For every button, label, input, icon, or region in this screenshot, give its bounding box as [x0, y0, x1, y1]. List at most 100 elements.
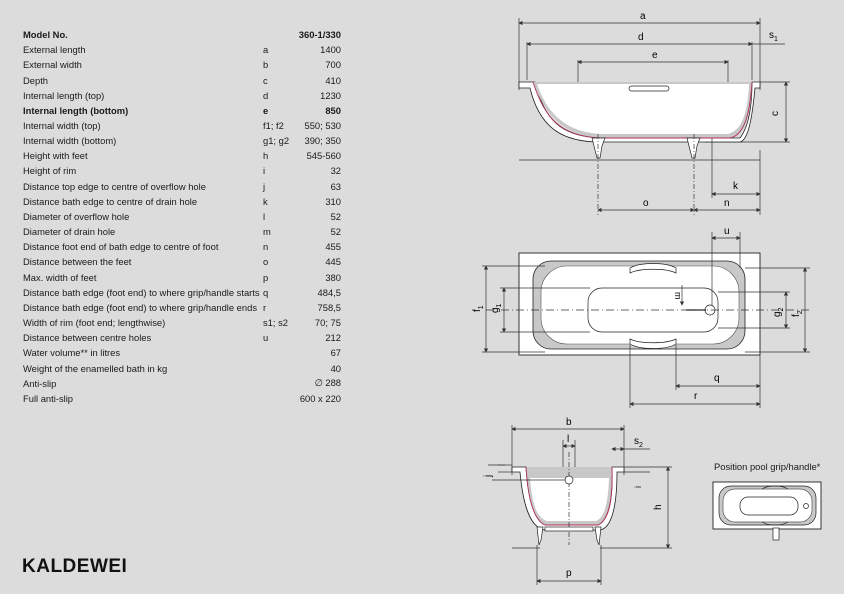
- spec-value: 40: [330, 362, 341, 374]
- spec-row: Weight of the enamelled bath in kg 40: [23, 360, 341, 375]
- spec-value: 1400: [320, 44, 341, 56]
- side-view: [518, 18, 790, 215]
- spec-symbol: k: [263, 195, 268, 207]
- spec-row: Distance bath edge (foot end) to where g…: [23, 285, 341, 300]
- spec-row: Height of rim i 32: [23, 163, 341, 178]
- grip-position-title: Position pool grip/handle*: [714, 461, 821, 472]
- spec-symbol: o: [263, 256, 269, 268]
- spec-value: 410: [325, 74, 341, 86]
- spec-value: 32: [330, 165, 341, 177]
- dim-m-label: m: [673, 292, 683, 300]
- dim-i-label: i: [633, 486, 643, 488]
- dim-q-label: q: [714, 373, 720, 384]
- spec-label: Internal width (bottom): [23, 135, 117, 147]
- spec-value: 455: [325, 241, 341, 253]
- spec-label: Distance bath edge (foot end) to where g…: [23, 301, 258, 313]
- spec-symbol: n: [263, 241, 269, 253]
- spec-row: Anti-slip ∅ 288: [23, 376, 341, 391]
- dim-f2-label: f2: [791, 310, 804, 317]
- spec-label: Diameter of drain hole: [23, 226, 116, 238]
- spec-label: Distance between the feet: [23, 256, 132, 268]
- dim-k-label: k: [733, 181, 739, 192]
- spec-label: Distance bath edge (foot end) to where g…: [23, 286, 260, 298]
- spec-label: Height with feet: [23, 150, 88, 162]
- spec-value: 484,5: [317, 286, 341, 298]
- spec-label: Anti-slip: [23, 377, 57, 389]
- dim-h-label: h: [653, 504, 664, 510]
- spec-label: Height of rim: [23, 165, 77, 177]
- dim-s2-label: s2: [634, 436, 643, 449]
- spec-row: Width of rim (foot end; lengthwise) s1; s…: [23, 315, 341, 330]
- spec-value: 600 x 220: [299, 392, 341, 404]
- spec-label: Distance top edge to centre of overflow …: [23, 180, 206, 192]
- dim-a-label: a: [640, 11, 646, 22]
- front-view: [488, 425, 672, 585]
- spec-value: 212: [325, 332, 341, 344]
- spec-symbol: g1; g2: [263, 135, 290, 147]
- spec-value: ∅ 288: [314, 377, 341, 389]
- spec-symbol: j: [263, 180, 266, 192]
- spec-row: Max. width of feet p 380: [23, 270, 341, 285]
- spec-symbol: u: [263, 332, 269, 344]
- dim-e-label: e: [652, 50, 658, 61]
- dim-c-label: c: [770, 111, 781, 116]
- spec-value: 445: [325, 256, 341, 268]
- dim-l-label: l: [567, 434, 569, 445]
- spec-symbol: p: [263, 271, 269, 283]
- spec-symbol: i: [263, 165, 266, 177]
- spec-value: 310: [325, 195, 341, 207]
- dim-o-label: o: [643, 198, 649, 209]
- spec-symbol: a: [263, 44, 269, 56]
- spec-symbol: b: [263, 59, 269, 71]
- spec-value: 390; 350: [304, 135, 342, 147]
- spec-label: Internal length (top): [23, 89, 105, 101]
- kaldewei-logo: KALDEWEI: [22, 556, 128, 577]
- spec-value: 545-560: [306, 150, 341, 162]
- spec-row: External length a 1400: [23, 42, 341, 57]
- spec-symbol: s1; s2: [263, 317, 289, 329]
- spec-row: Distance foot end of bath edge to centre…: [23, 239, 341, 254]
- spec-label: Internal width (top): [23, 120, 101, 132]
- spec-value: 52: [330, 226, 341, 238]
- spec-label: Depth: [23, 74, 49, 86]
- spec-value: 380: [325, 271, 341, 283]
- spec-value: 850: [325, 104, 341, 116]
- spec-symbol: d: [263, 89, 269, 101]
- spec-value: 360-1/330: [298, 29, 341, 41]
- spec-label: Distance bath edge to centre of drain ho…: [23, 195, 198, 207]
- dim-u-label: u: [724, 226, 730, 237]
- dim-g2-label: g2: [772, 307, 785, 317]
- spec-row: Distance top edge to centre of overflow …: [23, 179, 341, 194]
- spec-symbol: q: [263, 286, 269, 298]
- dim-p-label: p: [566, 568, 572, 579]
- spec-row: Internal width (bottom) g1; g2 390; 350: [23, 133, 341, 148]
- spec-row: Full anti-slip 600 x 220: [23, 391, 341, 406]
- spec-value: 550; 530: [304, 120, 342, 132]
- spec-label: Weight of the enamelled bath in kg: [23, 362, 168, 374]
- spec-symbol: m: [263, 226, 271, 238]
- spec-label: Internal length (bottom): [23, 104, 129, 116]
- dim-b-label: b: [566, 417, 572, 428]
- spec-label: Max. width of feet: [23, 271, 97, 283]
- spec-label: External length: [23, 44, 86, 56]
- spec-symbol: r: [263, 301, 267, 313]
- spec-label: Width of rim (foot end; lengthwise): [23, 317, 166, 329]
- spec-value: 70; 75: [314, 317, 341, 329]
- dim-j-label: j: [483, 475, 494, 478]
- dim-d-label: d: [638, 32, 644, 43]
- spec-symbol: l: [263, 210, 266, 222]
- grip-position-view: [712, 481, 822, 541]
- spec-row: Distance between the feet o 445: [23, 254, 341, 269]
- spec-label: Full anti-slip: [23, 392, 74, 404]
- dim-n-label: n: [724, 198, 730, 209]
- spec-label: Water volume** in litres: [23, 347, 121, 359]
- spec-row: Diameter of drain hole m 52: [23, 224, 341, 239]
- spec-label: Diameter of overflow hole: [23, 210, 130, 222]
